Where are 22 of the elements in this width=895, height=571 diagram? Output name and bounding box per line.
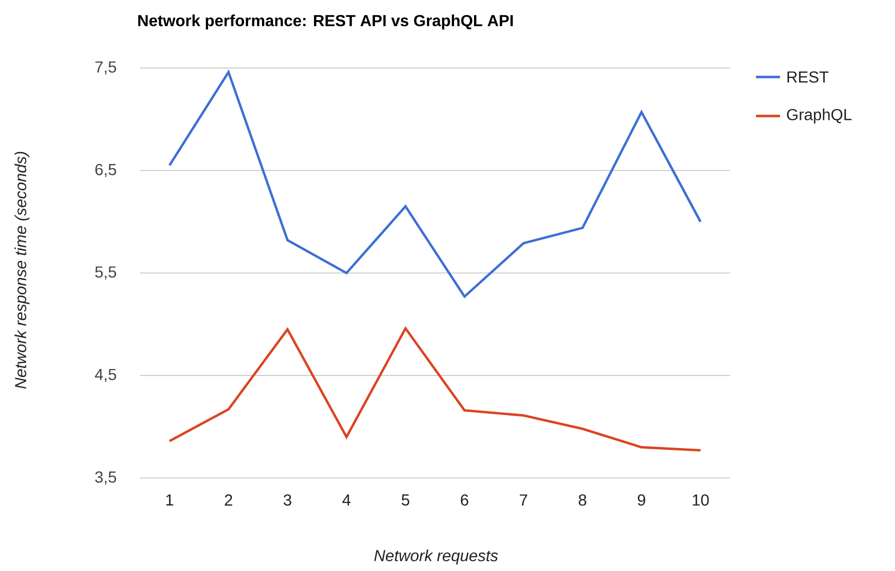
tick-label: 3 (284, 494, 292, 506)
axis-title: Network response time (seconds) (14, 152, 30, 389)
tick-label: 7,5 (95, 61, 116, 75)
tick-label: 10 (692, 494, 709, 506)
tick-label: 1 (166, 494, 174, 506)
tick-label: 5 (402, 494, 410, 506)
tick-label: 9 (638, 494, 646, 506)
chart-title: Network performance: REST API vs GraphQL API (138, 14, 513, 30)
tick-label: 6,5 (95, 164, 116, 178)
tick-label: 2 (224, 494, 232, 506)
legend-label: GraphQL (787, 108, 852, 124)
tick-label: 4 (342, 494, 350, 506)
tick-label: 5,5 (95, 266, 116, 280)
tick-label: 7 (520, 494, 528, 506)
legend-item: REST (756, 71, 828, 83)
tick-label: 3,5 (95, 471, 116, 485)
legend-label: REST (788, 71, 829, 83)
axis-title: Network requests (374, 550, 498, 564)
tick-label: 8 (578, 494, 586, 506)
legend-item: GraphQL (756, 108, 852, 124)
tick-label: 4,5 (94, 368, 116, 382)
tick-label: 6 (460, 494, 468, 506)
